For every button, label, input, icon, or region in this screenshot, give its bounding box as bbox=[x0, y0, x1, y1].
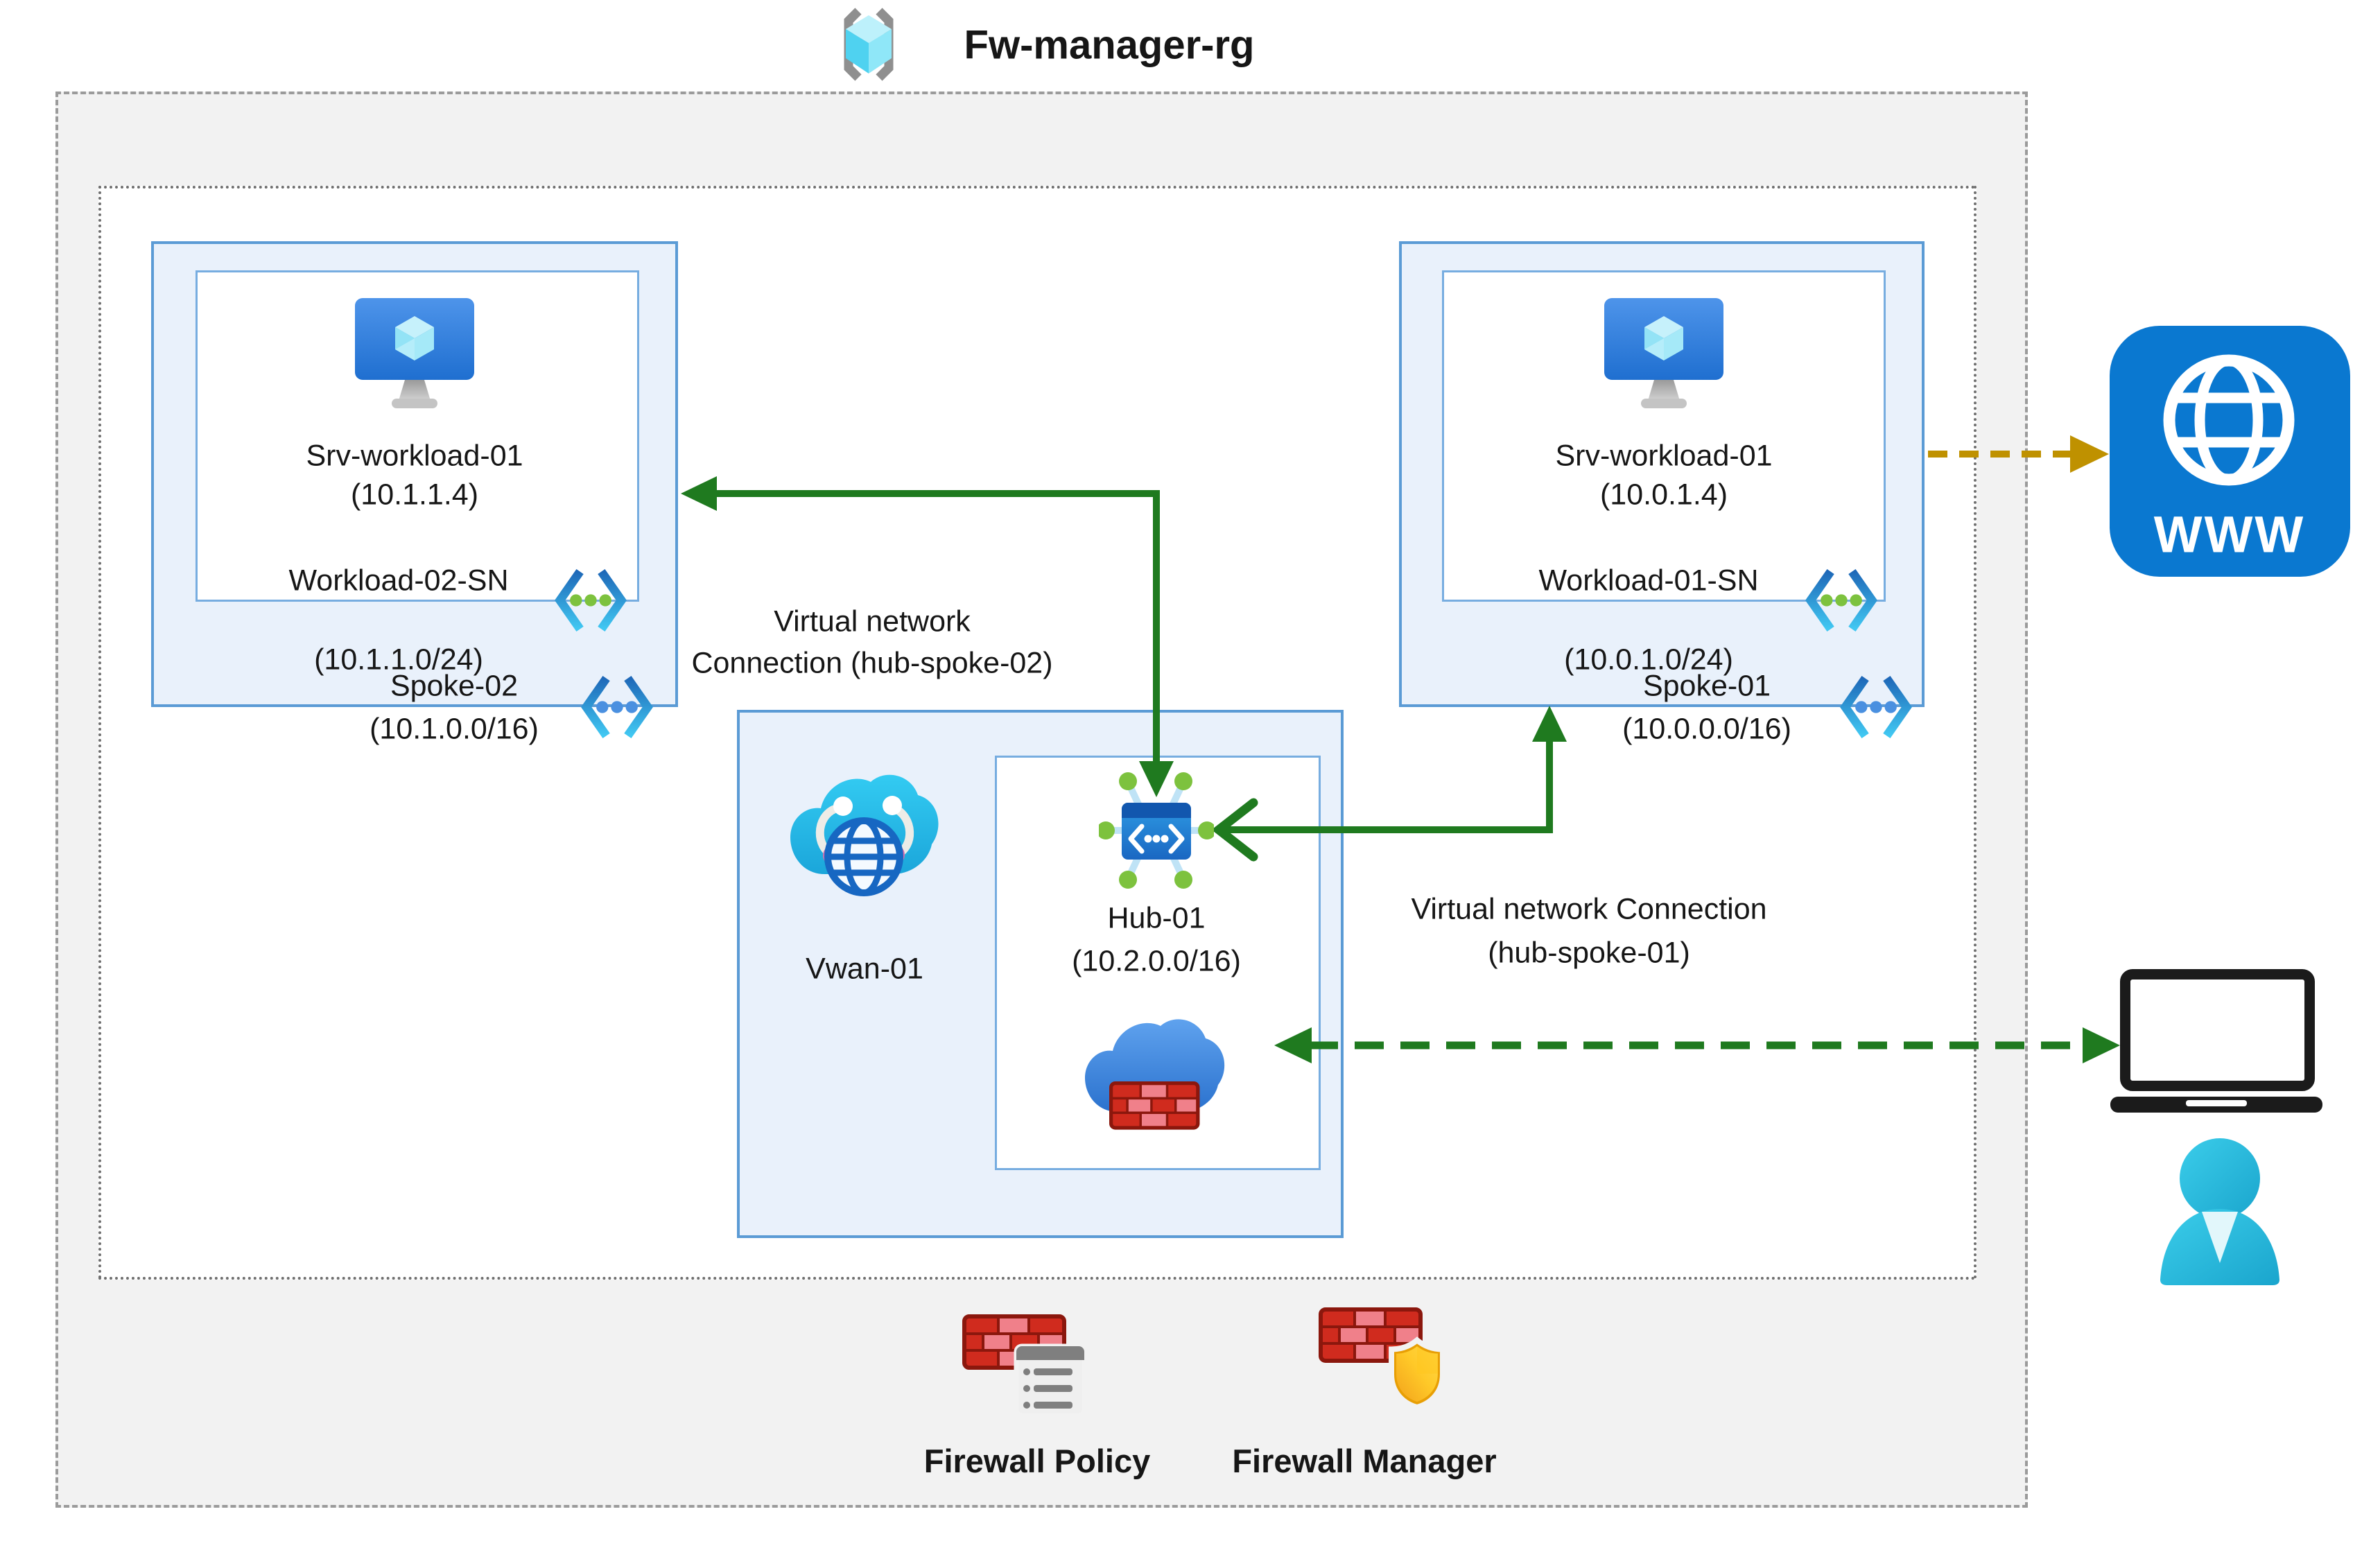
hub-spoke02-label-line2: Connection (hub-spoke-02) bbox=[691, 646, 1053, 680]
laptop-base bbox=[2110, 1097, 2322, 1113]
resource-group-icon bbox=[844, 8, 894, 81]
hub-name: Hub-01 bbox=[1107, 901, 1206, 935]
vm-icon bbox=[1604, 298, 1723, 408]
firewall-policy-icon bbox=[962, 1314, 1087, 1418]
hub-cidr: (10.2.0.0/16) bbox=[1072, 944, 1241, 978]
subnet-icon bbox=[550, 564, 631, 637]
vnet-name: Spoke-01 bbox=[1642, 669, 1771, 703]
virtual-network-icon bbox=[1836, 670, 1916, 744]
brick-wall-icon bbox=[1111, 1083, 1198, 1128]
subnet-cidr: (10.0.1.0/24) bbox=[1564, 643, 1733, 677]
vm-icon bbox=[355, 298, 474, 408]
vnet-cidr: (10.0.0.0/16) bbox=[1622, 712, 1791, 746]
laptop-icon bbox=[2120, 969, 2315, 1091]
vm-ip: (10.0.1.4) bbox=[1599, 478, 1728, 512]
globe-icon bbox=[2163, 354, 2295, 486]
www-label: WWW bbox=[2153, 505, 2306, 564]
hub-spoke01-label-line1: Virtual network Connection bbox=[1411, 892, 1767, 926]
vnet-cidr: (10.1.0.0/16) bbox=[370, 712, 539, 746]
vm-ip: (10.1.1.4) bbox=[350, 478, 479, 512]
azure-firewall-icon bbox=[1085, 1019, 1225, 1140]
firewall-manager-icon bbox=[1319, 1307, 1445, 1411]
page-title: Fw-manager-rg bbox=[964, 22, 1255, 68]
virtual-hub-icon bbox=[1099, 772, 1214, 889]
shield-icon bbox=[1389, 1336, 1445, 1411]
laptop-slot bbox=[2186, 1100, 2247, 1106]
virtual-wan-icon bbox=[790, 774, 939, 896]
vm-name: Srv-workload-01 bbox=[306, 439, 523, 473]
vm-name: Srv-workload-01 bbox=[1555, 439, 1773, 473]
subnet-name: Workload-02-SN bbox=[288, 564, 509, 598]
firewall-manager-label: Firewall Manager bbox=[1232, 1442, 1497, 1479]
subnet-icon bbox=[1801, 564, 1882, 637]
firewall-policy-label: Firewall Policy bbox=[923, 1442, 1151, 1479]
subnet-cidr: (10.1.1.0/24) bbox=[314, 643, 483, 677]
globe-icon bbox=[824, 817, 903, 896]
virtual-network-icon bbox=[577, 670, 657, 744]
vnet-name: Spoke-02 bbox=[390, 669, 519, 703]
hub-spoke01-label-line2: (hub-spoke-01) bbox=[1488, 936, 1690, 970]
policy-list-icon bbox=[1014, 1343, 1087, 1418]
internet-badge: WWW bbox=[2110, 326, 2350, 577]
subnet-name: Workload-01-SN bbox=[1538, 564, 1759, 598]
vwan-name: Vwan-01 bbox=[806, 952, 923, 986]
person-icon bbox=[2160, 1138, 2279, 1285]
hub-spoke02-label-line1: Virtual network bbox=[774, 604, 971, 638]
